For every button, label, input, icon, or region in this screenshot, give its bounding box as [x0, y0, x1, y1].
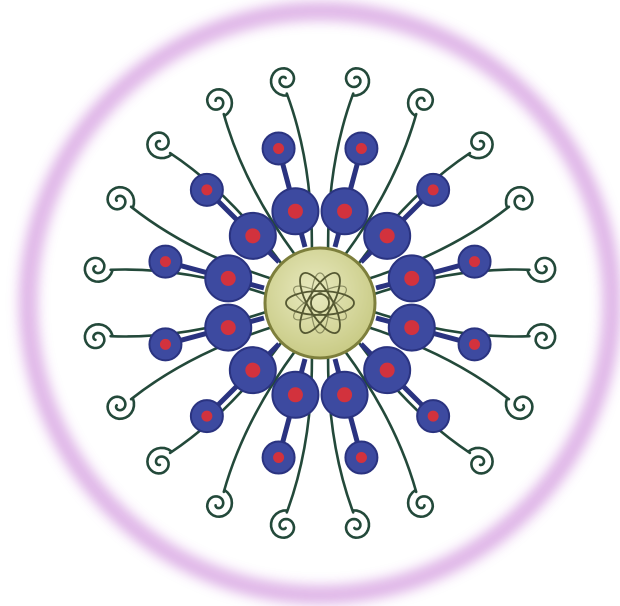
spiral-icon — [147, 133, 171, 159]
bead-core — [380, 228, 395, 243]
spiral-icon — [271, 68, 294, 95]
spiral-icon — [108, 187, 134, 209]
spiral-icon — [408, 89, 433, 116]
bead-core — [273, 143, 284, 154]
spiral-icon — [506, 187, 532, 209]
bead-core — [356, 452, 367, 463]
bead-core — [201, 184, 212, 195]
bead-core — [380, 363, 395, 378]
center-hub — [265, 248, 375, 358]
bead-core — [428, 184, 439, 195]
bead-core — [160, 256, 171, 267]
bead-core — [221, 320, 236, 335]
bead-core — [469, 256, 480, 267]
bead-core — [245, 363, 260, 378]
bead-core — [404, 271, 419, 286]
spiral-icon — [108, 397, 134, 419]
spiral-icon — [346, 510, 369, 537]
spiral-icon — [469, 448, 493, 474]
spiral-icon — [85, 258, 113, 282]
bead-core — [404, 320, 419, 335]
bead-core — [337, 387, 352, 402]
bead-core — [337, 204, 352, 219]
spiral-icon — [527, 258, 555, 282]
bead-core — [273, 452, 284, 463]
bead-core — [245, 228, 260, 243]
bead-core — [356, 143, 367, 154]
bead-core — [201, 411, 212, 422]
spiral-icon — [527, 324, 555, 348]
bead-core — [288, 204, 303, 219]
spiral-icon — [408, 490, 433, 517]
spiral-icon — [207, 490, 232, 517]
bead-core — [288, 387, 303, 402]
spiral-icon — [85, 324, 113, 348]
bead-core — [221, 271, 236, 286]
spiral-icon — [271, 510, 294, 537]
bead-core — [469, 339, 480, 350]
spiral-icon — [346, 68, 369, 95]
spiral-icon — [506, 397, 532, 419]
spiral-icon — [207, 89, 232, 116]
spiral-icon — [469, 133, 493, 159]
spiral-icon — [147, 448, 171, 474]
hub-disc — [265, 248, 375, 358]
bead-core — [428, 411, 439, 422]
bead-core — [160, 339, 171, 350]
